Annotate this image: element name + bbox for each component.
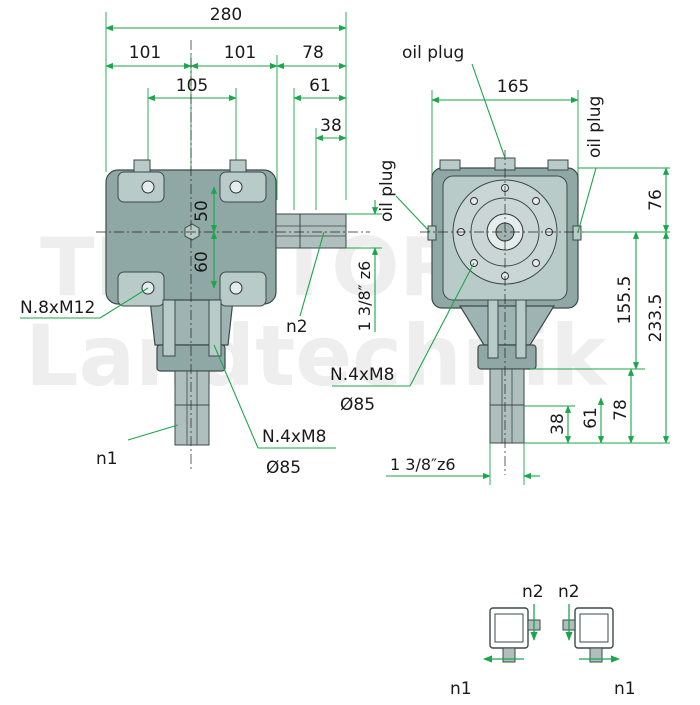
- front-shaft-n1: [174, 370, 210, 446]
- dim-side-width: 165: [497, 77, 529, 97]
- dim-bolt-spacing: 105: [176, 76, 208, 96]
- label-front-flange-bolts: N.4xM8: [262, 427, 326, 447]
- dim-height-155: 155.5: [615, 276, 635, 325]
- label-side-flange-bolts: N.4xM8: [330, 365, 394, 385]
- dim-half-left: 101: [129, 43, 161, 63]
- dim-height-233: 233.5: [646, 294, 666, 343]
- label-front-flange-dia: Ø85: [266, 458, 301, 478]
- dim-shaft-n2-size: 1 3/8″ z6: [355, 261, 374, 332]
- front-bolt-pad: [219, 171, 267, 203]
- label-bolts: N.8xM12: [20, 298, 95, 318]
- dim-shaft-offset: 78: [302, 43, 324, 63]
- side-shaft-n1: [489, 368, 525, 444]
- dim-height-76: 76: [646, 189, 666, 211]
- rot-right-n1: n1: [614, 679, 636, 699]
- dim-shaft-61: 61: [309, 76, 331, 96]
- label-n2: n2: [286, 317, 308, 337]
- label-n1: n1: [96, 449, 118, 469]
- dim-half-right: 101: [224, 43, 256, 63]
- rotation-icon-right: n2 n1: [558, 582, 636, 699]
- rot-left-n2: n2: [522, 582, 544, 602]
- dim-overall-width: 280: [210, 5, 242, 25]
- front-bolt-pad: [117, 171, 165, 203]
- dim-vert-50: 50: [192, 200, 212, 222]
- side-view: 165: [330, 43, 670, 485]
- front-bolt-pad: [219, 271, 267, 307]
- label-oil-plug-top: oil plug: [402, 43, 464, 63]
- label-oil-plug-right: oil plug: [585, 96, 605, 158]
- rot-right-n2: n2: [558, 582, 580, 602]
- dim-side-shaft-61: 61: [581, 407, 601, 429]
- front-bolt-pad: [117, 271, 165, 307]
- front-view: 280 101 101 78 105 61 38: [20, 5, 382, 478]
- dim-shaft-38: 38: [320, 116, 342, 136]
- dim-side-shaft-78: 78: [611, 399, 631, 421]
- dim-side-shaft-n1-size: 1 3/8″z6: [390, 455, 456, 474]
- rotation-icon-left: n2 n1: [450, 582, 544, 699]
- dim-side-shaft-38: 38: [548, 413, 568, 435]
- dim-vert-60: 60: [192, 251, 212, 273]
- label-side-flange-dia: Ø85: [340, 395, 375, 415]
- rot-left-n1: n1: [450, 679, 472, 699]
- front-shaft-n2: [275, 213, 347, 249]
- label-oil-plug-left: oil plug: [377, 160, 397, 222]
